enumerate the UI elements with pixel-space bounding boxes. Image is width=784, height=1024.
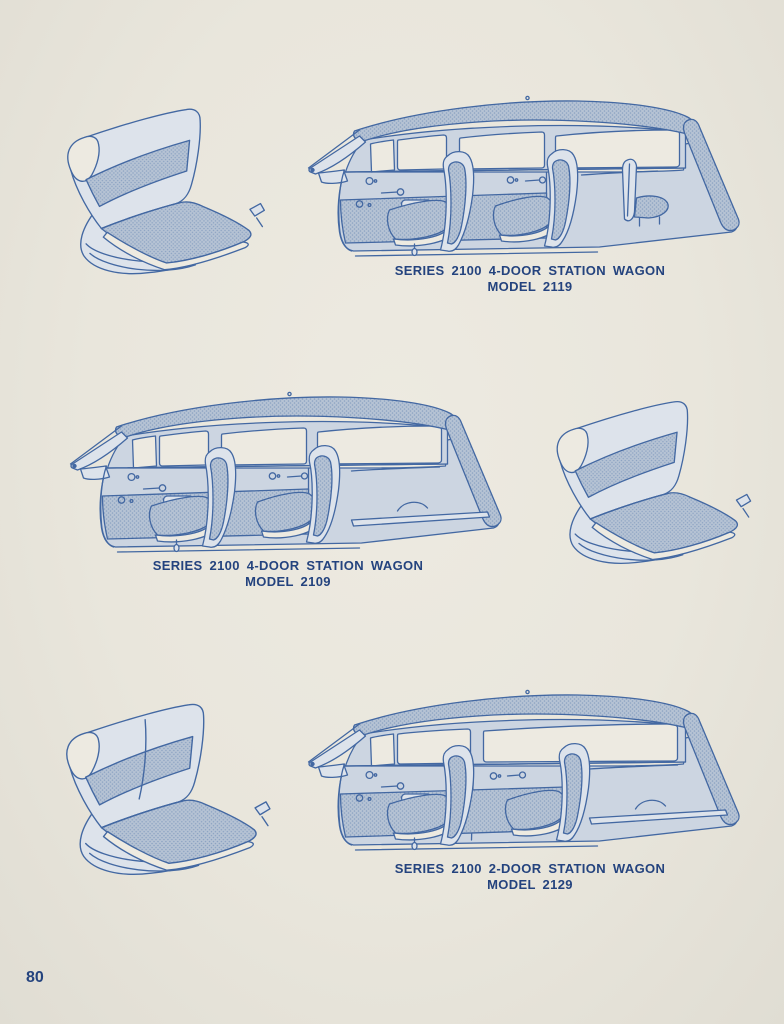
- bench-seat-illustration: [526, 386, 764, 584]
- figure-caption: SERIES 2100 4-DOOR STATION WAGON MODEL 2…: [300, 263, 760, 295]
- caption-model-line: MODEL 2129: [487, 877, 573, 892]
- caption-series-line: SERIES 2100 2-DOOR STATION WAGON: [394, 861, 666, 876]
- figure-caption: SERIES 2100 2-DOOR STATION WAGON MODEL 2…: [300, 861, 760, 893]
- wagon-cutaway-illustration-2119: [296, 84, 764, 264]
- split-bench-seat-illustration: [40, 688, 278, 896]
- caption-series-line: SERIES 2100 4-DOOR STATION WAGON: [394, 263, 666, 278]
- bench-seat-illustration: [42, 90, 272, 298]
- caption-model-line: MODEL 2119: [487, 279, 573, 294]
- figure-caption: SERIES 2100 4-DOOR STATION WAGON MODEL 2…: [58, 558, 518, 590]
- caption-series-line: SERIES 2100 4-DOOR STATION WAGON: [152, 558, 424, 573]
- wagon-cutaway-illustration-2109: [58, 380, 526, 560]
- wagon-cutaway-illustration-2129: [296, 678, 764, 858]
- caption-model-line: MODEL 2109: [245, 574, 331, 589]
- page-number: 80: [26, 969, 44, 986]
